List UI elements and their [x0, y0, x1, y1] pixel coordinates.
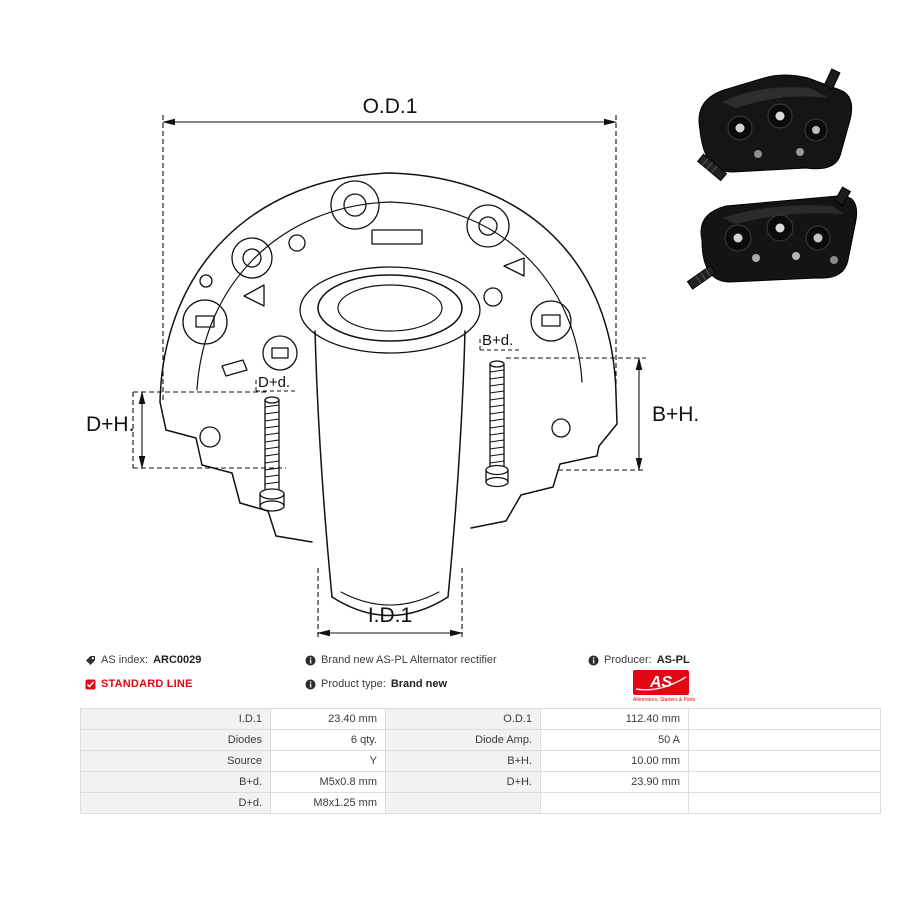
spec-key-cell: B+d. — [80, 771, 271, 793]
description-item: Brand new AS-PL Alternator rectifier — [305, 654, 497, 666]
info-icon — [305, 655, 316, 665]
spec-value-cell: 23.90 mm — [540, 771, 689, 793]
description-text: Brand new AS-PL Alternator rectifier — [321, 654, 497, 666]
spec-key-cell: D+H. — [385, 771, 541, 793]
logo-text: AS — [649, 674, 673, 691]
info-icon — [305, 679, 316, 689]
spec-filler-cell — [688, 708, 881, 730]
producer-item: Producer: AS-PL — [588, 654, 690, 666]
as-index-value: ARC0029 — [153, 654, 202, 666]
spec-value-cell: Y — [270, 750, 386, 772]
spec-value-cell: 112.40 mm — [540, 708, 689, 730]
dimension-bd — [479, 339, 522, 351]
standard-line-label: STANDARD LINE — [101, 678, 193, 690]
product-type-label: Product type: — [321, 678, 386, 690]
logo-caption: Alternators, Starters & Parts — [633, 697, 696, 703]
rectifier-technical-drawing: O.D.1 I.D.1 D+H. B+H. D+d. — [86, 68, 858, 640]
spec-value-cell: 23.40 mm — [270, 708, 386, 730]
table-row: D+d. M8x1.25 mm — [80, 792, 881, 814]
dimension-dd — [255, 380, 298, 392]
producer-label: Producer: — [604, 654, 652, 666]
rectifier-body-outline — [159, 172, 618, 617]
bd-label: B+d. — [482, 332, 513, 349]
spec-key-cell: Diode Amp. — [385, 729, 541, 751]
spec-filler-cell — [688, 771, 881, 793]
producer-value: AS-PL — [656, 654, 690, 666]
spec-key-cell: O.D.1 — [385, 708, 541, 730]
table-row: Source Y B+H. 10.00 mm — [80, 750, 881, 772]
logo-swoosh — [635, 676, 687, 691]
spec-value-cell: M5x0.8 mm — [270, 771, 386, 793]
dimension-id1 — [316, 568, 464, 640]
bh-label: B+H. — [652, 403, 699, 426]
standard-line-item: STANDARD LINE — [85, 678, 193, 690]
dimension-dh — [132, 390, 286, 470]
checkbox-checked-icon — [85, 679, 96, 689]
info-row-2: STANDARD LINE Product type: Brand new — [80, 674, 880, 698]
dimension-bh — [506, 356, 646, 472]
product-type-value: Brand new — [390, 678, 448, 690]
product-photo-2 — [686, 186, 858, 290]
spec-filler-cell — [688, 792, 881, 814]
table-row: I.D.1 23.40 mm O.D.1 112.40 mm — [80, 708, 881, 730]
spec-filler-cell — [688, 750, 881, 772]
spec-key-cell: D+d. — [80, 792, 271, 814]
product-info: AS index: ARC0029 Brand new AS-PL Altern… — [80, 650, 880, 706]
spec-key-cell: Diodes — [80, 729, 271, 751]
as-index-label: AS index: — [101, 654, 149, 666]
info-icon — [588, 655, 599, 665]
spec-key-cell: Source — [80, 750, 271, 772]
spec-value-cell: M8x1.25 mm — [270, 792, 386, 814]
spec-filler-cell — [688, 729, 881, 751]
spec-table: I.D.1 23.40 mm O.D.1 112.40 mm Diodes 6 … — [80, 708, 881, 814]
spec-value-cell: 6 qty. — [270, 729, 386, 751]
table-row: Diodes 6 qty. Diode Amp. 50 A — [80, 729, 881, 751]
dd-label: D+d. — [258, 374, 290, 391]
info-row-1: AS index: ARC0029 Brand new AS-PL Altern… — [80, 650, 880, 674]
product-photo-1 — [697, 68, 853, 182]
dimension-od1 — [161, 115, 618, 400]
spec-value-cell — [540, 792, 689, 814]
id1-label: I.D.1 — [368, 604, 412, 627]
spec-key-cell: B+H. — [385, 750, 541, 772]
left-stud — [259, 396, 285, 512]
rectifier-body-details — [182, 180, 572, 448]
spec-key-cell — [385, 792, 541, 814]
as-pl-logo: AS Alternators, Starters & Parts — [633, 670, 696, 703]
table-row: B+d. M5x0.8 mm D+H. 23.90 mm — [80, 771, 881, 793]
spec-key-cell: I.D.1 — [80, 708, 271, 730]
product-type-item: Product type: Brand new — [305, 678, 447, 690]
as-index-item: AS index: ARC0029 — [85, 654, 201, 666]
as-pl-logo-box: AS — [633, 670, 689, 695]
spec-value-cell: 50 A — [540, 729, 689, 751]
tag-icon — [86, 655, 95, 665]
dh-label: D+H. — [86, 413, 134, 436]
od1-label: O.D.1 — [363, 95, 418, 118]
spec-value-cell: 10.00 mm — [540, 750, 689, 772]
right-stud — [485, 360, 509, 488]
